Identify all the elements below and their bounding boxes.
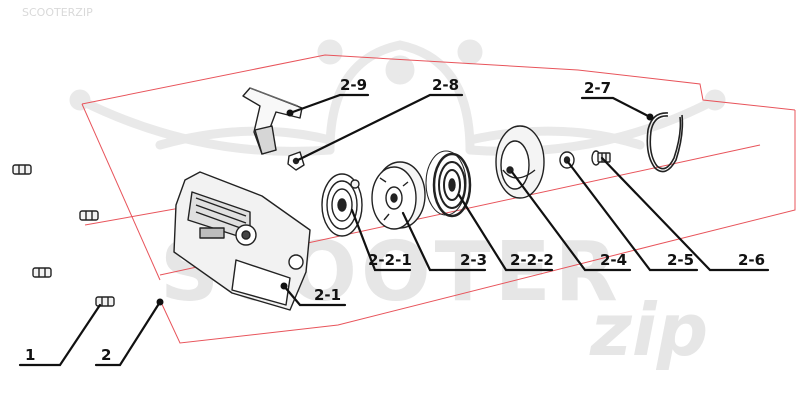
leader-1 [18, 303, 102, 367]
label-2-5: 2-5 [667, 251, 694, 269]
bolt-icon [95, 296, 115, 307]
parts [12, 87, 684, 311]
starter-rope [646, 112, 684, 173]
bolt-icon [12, 164, 32, 175]
watermark-corner-text: SCOOTERZIP [22, 6, 93, 19]
label-2: 2 [101, 346, 111, 364]
watermark-suffix: zip [589, 288, 708, 372]
label-2-3: 2-3 [460, 251, 487, 269]
label-2-8: 2-8 [432, 76, 459, 94]
leader-2-6 [600, 156, 770, 272]
label-2-7: 2-7 [584, 79, 611, 97]
leader-2-5 [566, 160, 699, 272]
leader-2-3 [401, 211, 487, 272]
label-1: 1 [25, 346, 35, 364]
label-2-9: 2-9 [340, 76, 367, 94]
spring-cover [495, 125, 545, 199]
label-2-4: 2-4 [600, 251, 627, 269]
recoil-spring [425, 150, 472, 218]
leader-2-9 [288, 93, 370, 115]
rope-reel [371, 161, 426, 230]
leader-2-7 [580, 96, 652, 119]
label-2-1: 2-1 [314, 286, 341, 304]
leader-2-2-2 [457, 193, 554, 272]
leader-2-8 [296, 93, 464, 162]
label-2-6: 2-6 [738, 251, 765, 269]
leader-lines [18, 93, 770, 367]
starter-housing [173, 171, 311, 311]
callout-labels: 1 2 2-1 2-2-1 2-3 2-2-2 2-4 2-5 2-6 2-7 … [25, 76, 765, 364]
leader-2-1 [282, 284, 347, 307]
rope-clip [287, 151, 305, 171]
leader-2 [94, 300, 162, 367]
t-handle [242, 87, 303, 155]
pawl-disc [321, 173, 363, 237]
bolt-icon [32, 267, 52, 278]
watermark: SCOOTER zip SCOOTERZIP [22, 6, 726, 372]
watermark-scooter-icon [69, 39, 726, 156]
bolt-icon [79, 210, 99, 221]
label-2-2-1: 2-2-1 [368, 251, 412, 269]
leader-2-2-1 [350, 208, 412, 272]
label-2-2-2: 2-2-2 [510, 251, 554, 269]
leader-2-4 [510, 170, 632, 272]
